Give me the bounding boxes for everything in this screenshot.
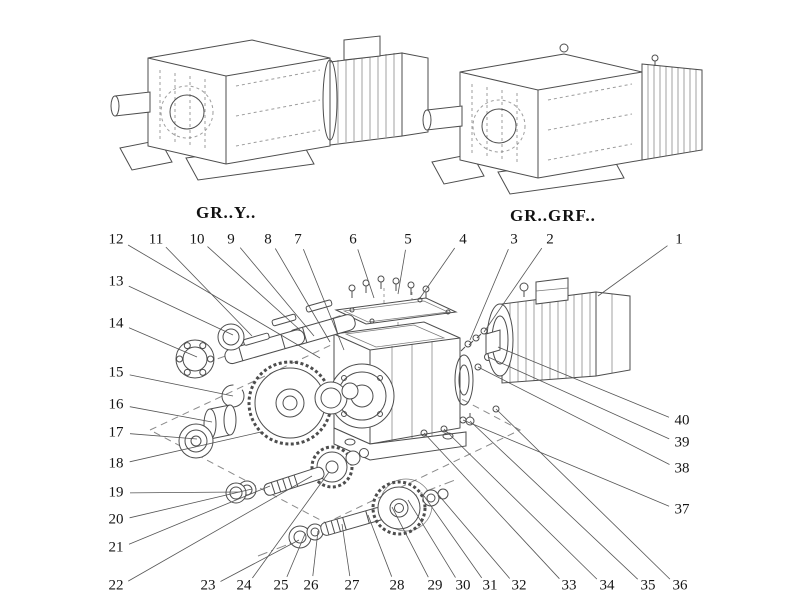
- leader-line-17: [129, 433, 198, 440]
- leader-line-37: [462, 419, 670, 507]
- leader-line-36: [495, 408, 671, 580]
- input-shaft-parts: [175, 299, 356, 408]
- leader-line-39: [487, 356, 670, 440]
- leader-line-19: [129, 491, 241, 494]
- figure-label-gr-y: GR..Y..: [196, 203, 257, 222]
- leader-line-24: [252, 471, 330, 579]
- leader-line-1: [597, 245, 668, 297]
- leader-line-40: [497, 346, 670, 418]
- callout-18: 18: [108, 455, 124, 472]
- leader-line-5: [397, 249, 406, 295]
- gear-cluster-parts: [178, 360, 359, 459]
- leader-line-38: [477, 366, 670, 465]
- pinion-shaft-parts: [225, 445, 369, 504]
- leader-line-15: [129, 374, 234, 397]
- callout-20: 20: [108, 511, 124, 528]
- callout-2: 2: [546, 231, 554, 248]
- leader-line-25: [286, 533, 306, 578]
- callout-38: 38: [674, 460, 690, 477]
- callout-17: 17: [108, 424, 124, 441]
- callout-28: 28: [389, 577, 405, 594]
- callout-9: 9: [227, 231, 235, 248]
- callout-7: 7: [294, 231, 302, 248]
- callout-16: 16: [108, 396, 124, 413]
- leader-lines-layer: [127, 244, 671, 582]
- callout-26: 26: [303, 577, 319, 594]
- gearbox-housing-drawing: [329, 275, 500, 461]
- callout-32: 32: [511, 577, 527, 594]
- callout-33: 33: [561, 577, 577, 594]
- callout-24: 24: [236, 577, 252, 594]
- leader-line-2: [483, 247, 543, 333]
- leader-line-26: [312, 530, 319, 577]
- callout-40: 40: [674, 412, 690, 429]
- leader-line-34: [443, 428, 598, 580]
- leader-line-10: [207, 246, 301, 331]
- leader-line-16: [129, 406, 213, 423]
- callout-3: 3: [510, 231, 518, 248]
- leader-line-30: [407, 499, 456, 578]
- callout-19: 19: [108, 484, 124, 501]
- callout-31: 31: [482, 577, 498, 594]
- leader-line-8: [274, 248, 331, 343]
- leader-line-4: [419, 247, 456, 299]
- callout-14: 14: [108, 315, 124, 332]
- callout-8: 8: [264, 231, 272, 248]
- leader-line-23: [220, 539, 300, 582]
- leader-line-29: [391, 506, 429, 578]
- callout-12: 12: [108, 231, 124, 248]
- callout-23: 23: [200, 577, 216, 594]
- leader-line-31: [423, 495, 483, 579]
- leader-line-22: [128, 475, 313, 582]
- motor-drawing: [485, 277, 631, 384]
- gearmotor-gr-y-drawing: [110, 35, 429, 181]
- leader-line-13: [128, 285, 234, 336]
- leader-line-21: [128, 485, 271, 545]
- callout-11: 11: [148, 231, 164, 248]
- leader-line-12: [127, 244, 321, 359]
- leader-line-7: [303, 249, 345, 351]
- callout-5: 5: [404, 231, 412, 248]
- callout-36: 36: [672, 577, 688, 594]
- callout-22: 22: [108, 577, 124, 594]
- callout-1: 1: [675, 231, 683, 248]
- callout-4: 4: [459, 231, 467, 248]
- callout-34: 34: [599, 577, 615, 594]
- callout-29: 29: [427, 577, 443, 594]
- callout-6: 6: [349, 231, 357, 248]
- cover-bolts: [348, 275, 430, 299]
- gearmotor-gr-grf-drawing: [422, 43, 703, 195]
- leader-line-9: [239, 247, 315, 337]
- callout-27: 27: [344, 577, 360, 594]
- callout-30: 30: [455, 577, 471, 594]
- callout-21: 21: [108, 539, 124, 556]
- callout-35: 35: [640, 577, 656, 594]
- leader-line-35: [469, 420, 638, 580]
- output-shaft-parts: [288, 478, 449, 549]
- leader-line-28: [367, 514, 393, 577]
- callout-25: 25: [273, 577, 289, 594]
- leader-line-18: [129, 431, 262, 463]
- callout-13: 13: [108, 273, 124, 290]
- leader-line-32: [435, 491, 511, 579]
- leader-line-14: [128, 327, 198, 358]
- leader-line-27: [341, 523, 351, 577]
- leader-line-6: [357, 249, 375, 299]
- leader-line-3: [469, 249, 509, 341]
- callout-37: 37: [674, 501, 690, 518]
- leader-line-11: [165, 246, 253, 337]
- leader-line-33: [423, 432, 560, 579]
- figure-label-gr-grf: GR..GRF..: [510, 206, 596, 225]
- callout-39: 39: [674, 434, 690, 451]
- callout-10: 10: [189, 231, 205, 248]
- leader-line-20: [129, 488, 253, 519]
- callout-15: 15: [108, 364, 124, 381]
